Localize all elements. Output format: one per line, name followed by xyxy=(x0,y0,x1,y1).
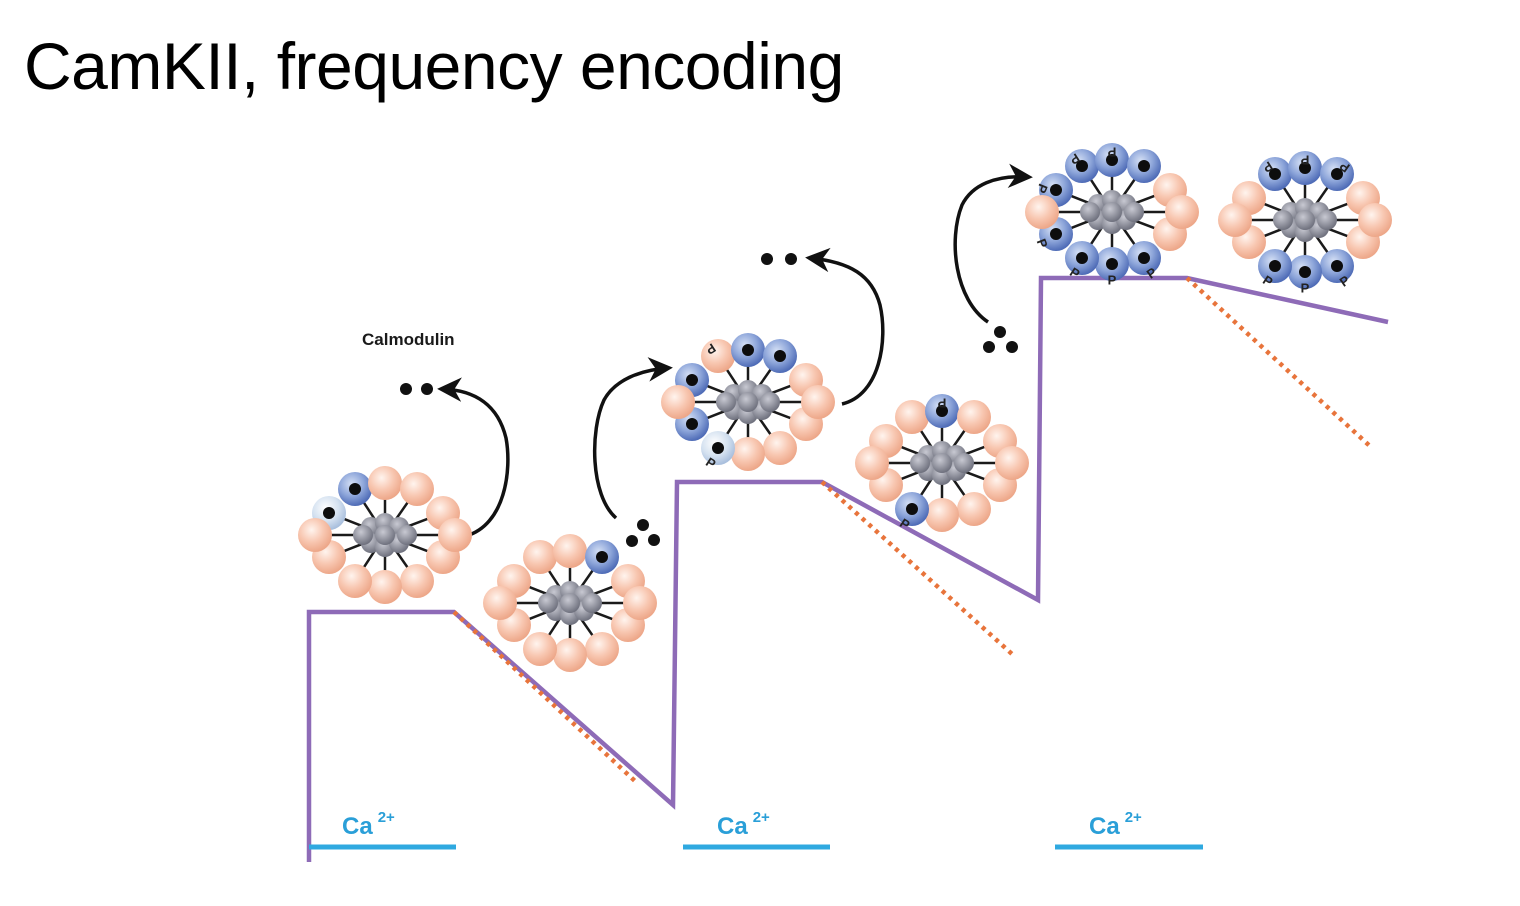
holoenzyme-3-hub xyxy=(716,380,780,424)
holoenzyme-3-calmodulin-bound xyxy=(686,418,698,430)
holoenzyme-4-subunit xyxy=(957,400,991,434)
holoenzyme-4: PP xyxy=(855,394,1029,533)
holoenzyme-4-phosphate-label: P xyxy=(937,395,946,410)
calmodulin-bound-1 xyxy=(626,519,660,547)
holoenzyme-5-calmodulin-bound xyxy=(1138,160,1150,172)
holoenzyme-3-subunit xyxy=(731,437,765,471)
holoenzyme-2-subunit xyxy=(553,638,587,672)
camkii-activity-trace xyxy=(306,275,1389,862)
holoenzyme-6-subunit xyxy=(1358,203,1392,237)
holoenzyme-2 xyxy=(483,534,657,672)
calmodulin-label: Calmodulin xyxy=(362,330,455,349)
holoenzyme-1-subunit xyxy=(400,564,434,598)
release-arrow-2 xyxy=(805,247,885,406)
holoenzyme-6-calmodulin-bound xyxy=(1299,266,1311,278)
holoenzyme-3-subunit xyxy=(701,339,735,373)
holoenzyme-6-phosphate-label: P xyxy=(1301,281,1310,296)
holoenzyme-3-calmodulin-bound xyxy=(742,344,754,356)
holoenzyme-3-subunit xyxy=(801,385,835,419)
holoenzyme-6-subunit xyxy=(1218,203,1252,237)
dotted-decay-trace-1 xyxy=(452,610,638,784)
holoenzyme-3-calmodulin-bound xyxy=(712,442,724,454)
holoenzyme-2-subunit xyxy=(585,632,619,666)
dotted-decay-trace-3 xyxy=(1185,276,1374,450)
holoenzyme-6-hub xyxy=(1273,198,1337,242)
holoenzyme-5-subunit xyxy=(1025,195,1059,229)
holoenzyme-2-subunit xyxy=(553,534,587,568)
holoenzyme-4-calmodulin-bound xyxy=(906,503,918,515)
holoenzyme-2-subunit xyxy=(523,632,557,666)
holoenzyme-5-subunit xyxy=(1165,195,1199,229)
holoenzyme-5-calmodulin-bound xyxy=(1050,228,1062,240)
holoenzyme-2-subunit xyxy=(523,540,557,574)
bind-arrow-1 xyxy=(592,357,673,520)
binding-arrows xyxy=(437,163,1033,538)
holoenzyme-6-calmodulin-bound xyxy=(1331,168,1343,180)
holoenzyme-5-calmodulin-bound xyxy=(1050,184,1062,196)
calmodulin-bound-2 xyxy=(983,326,1018,353)
holoenzyme-2-hub xyxy=(538,581,602,625)
holoenzyme-1-subunit xyxy=(298,518,332,552)
holoenzyme-3-subunit xyxy=(661,385,695,419)
holoenzyme-4-subunit xyxy=(895,400,929,434)
holoenzyme-6-calmodulin-bound xyxy=(1269,260,1281,272)
calmodulin-dots xyxy=(400,253,1018,547)
holoenzyme-6-phosphate-label: P xyxy=(1300,152,1309,167)
holoenzyme-4-subunit xyxy=(855,446,889,480)
holoenzyme-1-subunit xyxy=(368,570,402,604)
holoenzyme-4-calmodulin-bound xyxy=(936,405,948,417)
holoenzyme-5-calmodulin-bound xyxy=(1106,154,1118,166)
holoenzyme-6-calmodulin-bound xyxy=(1269,168,1281,180)
holoenzyme-1-subunit xyxy=(400,472,434,506)
holoenzyme-1-subunit xyxy=(338,564,372,598)
holoenzyme-4-subunit xyxy=(957,492,991,526)
holoenzyme-3-subunit xyxy=(763,431,797,465)
holoenzyme-3-calmodulin-bound xyxy=(686,374,698,386)
holoenzyme-1-subunit xyxy=(438,518,472,552)
holoenzyme-5-calmodulin-bound xyxy=(1106,258,1118,270)
release-arrow-1 xyxy=(437,377,510,538)
holoenzyme-5-calmodulin-bound xyxy=(1076,160,1088,172)
holoenzyme-6-calmodulin-bound xyxy=(1331,260,1343,272)
holoenzyme-6-calmodulin-bound xyxy=(1299,162,1311,174)
dotted-decay-trace-2 xyxy=(820,480,1014,656)
bind-arrow-2 xyxy=(953,163,1033,324)
holoenzyme-5-hub xyxy=(1080,190,1144,234)
slide-title: CamKII, frequency encoding xyxy=(24,29,844,103)
holoenzyme-3-calmodulin-bound xyxy=(774,350,786,362)
holoenzyme-2-calmodulin-bound xyxy=(596,551,608,563)
holoenzyme-4-subunit xyxy=(925,498,959,532)
holoenzyme-5-phosphate-label: P xyxy=(1108,273,1117,288)
holoenzyme-5-phosphate-label: P xyxy=(1107,144,1116,159)
holoenzyme-5-calmodulin-bound xyxy=(1138,252,1150,264)
calmodulin-released-2 xyxy=(761,253,797,265)
holoenzyme-1-subunit xyxy=(368,466,402,500)
holoenzyme-3: PP xyxy=(661,333,835,472)
calmodulin-released-1 xyxy=(400,383,433,395)
holoenzyme-2-subunit xyxy=(483,586,517,620)
holoenzyme-1-calmodulin-bound xyxy=(323,507,335,519)
holoenzyme-2-subunit xyxy=(623,586,657,620)
holoenzyme-1 xyxy=(298,466,472,604)
holoenzyme-4-hub xyxy=(910,441,974,485)
holoenzyme-1-hub xyxy=(353,513,417,557)
dotted-decay-traces xyxy=(452,276,1374,784)
holoenzyme-5-calmodulin-bound xyxy=(1076,252,1088,264)
holoenzyme-4-subunit xyxy=(995,446,1029,480)
holoenzyme-1-calmodulin-bound xyxy=(349,483,361,495)
